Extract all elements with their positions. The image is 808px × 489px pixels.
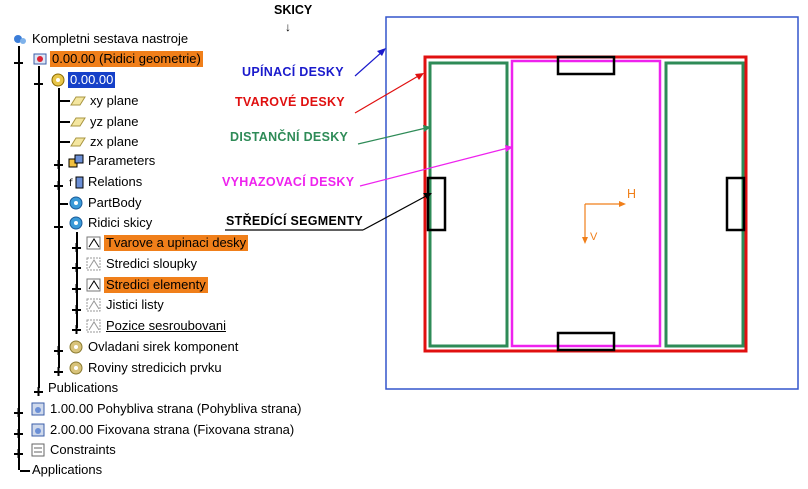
label-vyhazovaci-desky: VYHAZOVACÍ DESKY (222, 175, 355, 189)
sketch-icon (86, 236, 101, 250)
tvarove-desky-outline (423, 55, 748, 353)
tree-line (20, 470, 30, 472)
expand-icon[interactable] (54, 157, 63, 169)
tree-node-sketch-pozice[interactable]: Pozice sesroubovani (86, 317, 228, 335)
product-icon (31, 423, 45, 437)
vyhazovaci-deska (510, 59, 662, 348)
tree-node-ovladani[interactable]: Ovladani sirek komponent (68, 338, 240, 356)
tree-node-constraints[interactable]: Constraints (30, 441, 118, 459)
leader-vyhazovaci (359, 147, 509, 187)
label-upinaci-desky: UPÍNACÍ DESKY (242, 65, 344, 79)
part-gear-icon (51, 73, 65, 87)
tree-node-part[interactable]: 0.00.00 (50, 71, 116, 89)
arrow-icon (423, 125, 431, 132)
tree-line (18, 46, 20, 470)
expand-icon[interactable] (72, 302, 81, 314)
product-icon (33, 53, 47, 65)
expand-icon[interactable] (72, 281, 81, 293)
tree-node-sketch-listy[interactable]: Jistici listy (86, 296, 166, 314)
axis-label-h: H (627, 187, 637, 201)
assembly-icon (14, 35, 26, 44)
distancni-deska-left (428, 61, 509, 348)
tree-line (76, 232, 78, 328)
expand-icon[interactable] (72, 322, 81, 334)
geometrical-set-icon (69, 361, 83, 375)
tree-line (38, 66, 40, 388)
geometrical-set-icon (69, 216, 83, 230)
expand-icon[interactable] (54, 364, 63, 376)
tree-node-partbody[interactable]: PartBody (68, 194, 143, 212)
tree-node-ridici-skicy[interactable]: Ridici skicy (68, 214, 154, 232)
stredici-segment-left (426, 176, 447, 232)
geometrical-set-icon (69, 340, 83, 354)
axis-label-v: V (590, 231, 598, 243)
tree-node-sketch-tvarove[interactable]: Tvarove a upinaci desky (86, 234, 249, 252)
leader-distancni (357, 127, 427, 145)
tree-node-sketch-sloupky[interactable]: Stredici sloupky (86, 255, 199, 273)
stredici-segment-right (725, 176, 746, 232)
distancni-deska-right (664, 61, 745, 348)
arrow-icon (505, 145, 513, 152)
plane-icon (70, 117, 86, 127)
tree-node-zx-plane[interactable]: zx plane (70, 133, 140, 151)
collapse-icon[interactable] (34, 76, 43, 85)
arrow-icon (423, 193, 432, 199)
svg-text:f: f (69, 178, 73, 189)
tree-line (58, 100, 70, 102)
tree-line (58, 203, 68, 205)
stredici-segment-bottom (556, 331, 616, 352)
arrow-icon (415, 73, 424, 80)
skicy-title: SKICY (274, 3, 313, 17)
plane-icon (70, 137, 86, 147)
expand-icon[interactable] (34, 384, 43, 396)
arrow-icon (377, 48, 386, 56)
expand-icon[interactable] (54, 343, 63, 355)
tree-line (58, 141, 70, 143)
down-arrow-icon: ↓ (285, 20, 291, 34)
sketch-icon (86, 319, 101, 333)
expand-icon[interactable] (72, 260, 81, 272)
tree-node-pohybliva[interactable]: 1.00.00 Pohybliva strana (Pohybliva stra… (30, 400, 303, 418)
expand-icon[interactable] (14, 405, 23, 417)
label-tvarove-desky: TVAROVÉ DESKY (235, 95, 345, 109)
tree-line (58, 121, 70, 123)
expand-icon[interactable] (54, 178, 63, 190)
tree-node-yz-plane[interactable]: yz plane (70, 113, 140, 131)
tree-node-roviny[interactable]: Roviny stredicich prvku (68, 359, 224, 377)
collapse-icon[interactable] (14, 55, 23, 64)
sketch-icon (86, 298, 101, 312)
tree-node-xy-plane[interactable]: xy plane (70, 92, 140, 110)
expand-icon[interactable] (14, 426, 23, 438)
product-icon (31, 402, 45, 416)
tree-node-sketch-elementy[interactable]: Stredici elementy (86, 276, 208, 294)
collapse-icon[interactable] (54, 219, 63, 228)
constraints-icon (31, 443, 45, 457)
h-axis-arrow-icon (619, 201, 626, 207)
sketch-icon (86, 257, 101, 271)
expand-icon[interactable] (14, 446, 23, 458)
label-stredici-segmenty: STŘEDÍCÍ SEGMENTY (226, 214, 364, 228)
specification-tree: Kompletni sestava nastroje 0.00.00 (Ridi… (0, 0, 360, 489)
parameters-icon (68, 154, 84, 168)
relations-icon: f (69, 176, 84, 189)
tree-node-parameters[interactable]: Parameters (68, 152, 157, 170)
sketch-icon (86, 278, 101, 292)
tree-node-applications[interactable]: Applications (32, 462, 103, 477)
plane-icon (70, 96, 86, 106)
expand-icon[interactable] (72, 240, 81, 252)
stredici-segment-top (556, 55, 616, 76)
v-axis-arrow-icon (582, 237, 588, 244)
partbody-gear-icon (69, 196, 83, 210)
tree-node-relations[interactable]: f Relations (69, 174, 143, 189)
tree-node-fixovana[interactable]: 2.00.00 Fixovana strana (Fixovana strana… (30, 421, 296, 439)
tree-node-ridici-geometrie[interactable]: 0.00.00 (Ridici geometrie) (32, 50, 203, 68)
viewport-frame (385, 16, 799, 390)
leader-stredici (362, 194, 429, 231)
tree-node-root[interactable]: Kompletni sestava nastroje (12, 30, 190, 48)
tree-node-publications[interactable]: Publications (48, 380, 119, 395)
label-distancni-desky: DISTANČNÍ DESKY (230, 130, 349, 144)
leader-tvarove (354, 74, 421, 114)
